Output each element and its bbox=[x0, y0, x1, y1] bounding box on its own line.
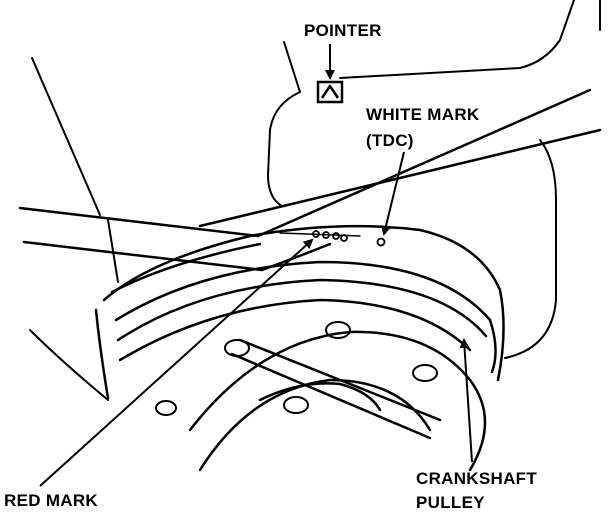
pulley-hole bbox=[325, 321, 351, 339]
pulley-hole bbox=[224, 339, 250, 357]
pulley-hole bbox=[412, 364, 438, 382]
callout-labels: POINTER WHITE MARK (TDC) RED MARK CRANKS… bbox=[4, 21, 537, 512]
crankshaft-leader bbox=[459, 338, 473, 463]
white-mark bbox=[376, 237, 386, 247]
callout-leaders bbox=[39, 44, 473, 487]
pulley-hole bbox=[283, 396, 309, 414]
engine-block-outline bbox=[29, 0, 601, 401]
timing-belt bbox=[18, 88, 602, 272]
pointer-icon bbox=[316, 80, 344, 104]
tdc-label: (TDC) bbox=[366, 131, 414, 150]
pointer-label: POINTER bbox=[304, 21, 382, 40]
timing-marks bbox=[279, 230, 386, 247]
pulley-holes bbox=[155, 321, 438, 416]
white-mark-leader bbox=[381, 151, 405, 236]
crankshaft-label: CRANKSHAFT bbox=[416, 469, 537, 488]
white-mark-label: WHITE MARK bbox=[366, 105, 480, 124]
red-mark-leader bbox=[39, 238, 314, 487]
pulley-hole bbox=[155, 400, 177, 416]
red-mark-label: RED MARK bbox=[4, 491, 98, 510]
pulley-label: PULLEY bbox=[416, 493, 485, 512]
crankshaft-pulley bbox=[94, 224, 505, 472]
